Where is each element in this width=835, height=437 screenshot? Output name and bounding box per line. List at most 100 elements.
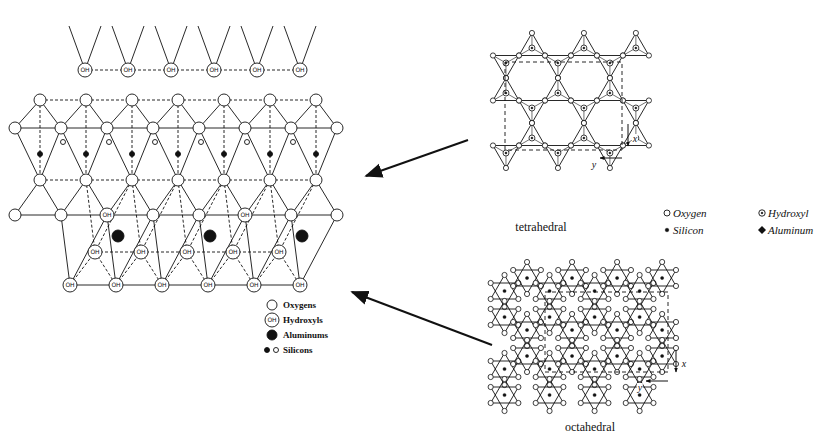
atom <box>616 276 619 279</box>
atom <box>524 311 529 316</box>
bond-line <box>132 100 133 180</box>
bond-line <box>610 56 623 79</box>
hydroxyl-label: OH <box>182 249 191 255</box>
bond-line <box>617 322 631 346</box>
bond-line <box>291 128 337 129</box>
axis-label: y <box>591 160 597 170</box>
bond-line <box>571 33 584 56</box>
bond-line <box>581 309 595 333</box>
atom <box>542 53 547 58</box>
bond-line <box>571 123 584 146</box>
legend-text: Aluminum <box>768 225 813 236</box>
atom <box>601 335 606 340</box>
atom <box>638 393 641 396</box>
atom <box>556 319 561 324</box>
bond-line <box>519 100 545 101</box>
atom <box>542 98 547 103</box>
bond-line <box>506 78 519 101</box>
bond-line <box>224 180 270 181</box>
atom <box>511 345 516 350</box>
bond-line <box>581 403 609 404</box>
bond-line <box>626 403 654 404</box>
bond-line <box>648 348 662 372</box>
bond-line <box>571 55 597 56</box>
bond-line <box>300 215 337 285</box>
bond-line <box>558 348 586 349</box>
atom <box>533 374 538 379</box>
atom <box>310 174 322 186</box>
atom <box>637 272 642 277</box>
atom <box>651 296 656 301</box>
atom <box>661 328 664 331</box>
atom <box>503 75 508 80</box>
atom <box>503 289 506 292</box>
bond-line <box>648 348 676 349</box>
atom <box>609 92 611 94</box>
atom <box>561 306 566 311</box>
bond-line <box>603 322 617 346</box>
bond-line <box>291 180 316 215</box>
bond-line <box>505 283 519 307</box>
atom <box>548 315 551 318</box>
atom <box>180 245 194 259</box>
bond-line <box>527 348 541 372</box>
bond-line <box>233 180 270 252</box>
bond-line <box>245 128 291 129</box>
bond-line <box>527 270 541 294</box>
atom <box>121 63 135 77</box>
atom <box>84 152 89 157</box>
bond-line <box>536 283 550 307</box>
atom <box>568 143 573 148</box>
atom <box>488 296 493 301</box>
atom <box>293 278 307 292</box>
atom <box>511 267 516 272</box>
atom <box>533 280 538 285</box>
bond-line <box>505 309 519 333</box>
atom <box>581 45 587 51</box>
bond-line <box>40 100 86 101</box>
bond-line <box>527 322 541 346</box>
atom <box>606 296 611 301</box>
bond-line <box>224 180 233 252</box>
bond-line <box>558 270 572 294</box>
atom <box>516 400 521 405</box>
atom <box>314 152 319 157</box>
atom <box>238 208 252 222</box>
atom <box>673 319 678 324</box>
hydroxyl-label: OH <box>209 67 218 73</box>
atom <box>569 311 574 316</box>
pointer-arrow <box>366 140 468 176</box>
atom <box>633 30 638 35</box>
atom <box>516 143 521 148</box>
atom <box>635 47 637 49</box>
bond-line <box>513 270 527 294</box>
atom <box>201 278 215 292</box>
atom <box>628 335 633 340</box>
atom <box>664 210 670 216</box>
atom <box>592 298 597 303</box>
hydroxyl-label: OH <box>90 249 99 255</box>
atom <box>556 361 561 366</box>
bond-line <box>153 180 178 215</box>
atom <box>581 135 587 141</box>
hydroxyl-label: OH <box>203 282 212 288</box>
bond-line <box>536 309 550 333</box>
atom <box>516 53 521 58</box>
bond-line <box>571 100 597 101</box>
atom <box>490 98 495 103</box>
bond-line <box>40 100 41 180</box>
atom <box>267 330 277 340</box>
atom <box>578 384 583 389</box>
bond-line <box>532 33 545 56</box>
atom <box>488 322 493 327</box>
hydroxyl-label: OH <box>65 282 74 288</box>
bond-line <box>132 180 141 252</box>
legend-text: Oxygen <box>673 208 707 219</box>
atom <box>502 298 507 303</box>
atom <box>673 267 678 272</box>
atom <box>592 408 597 413</box>
bond-line <box>316 100 317 180</box>
bond-line <box>662 322 676 346</box>
atom <box>488 280 493 285</box>
atom <box>615 259 620 264</box>
